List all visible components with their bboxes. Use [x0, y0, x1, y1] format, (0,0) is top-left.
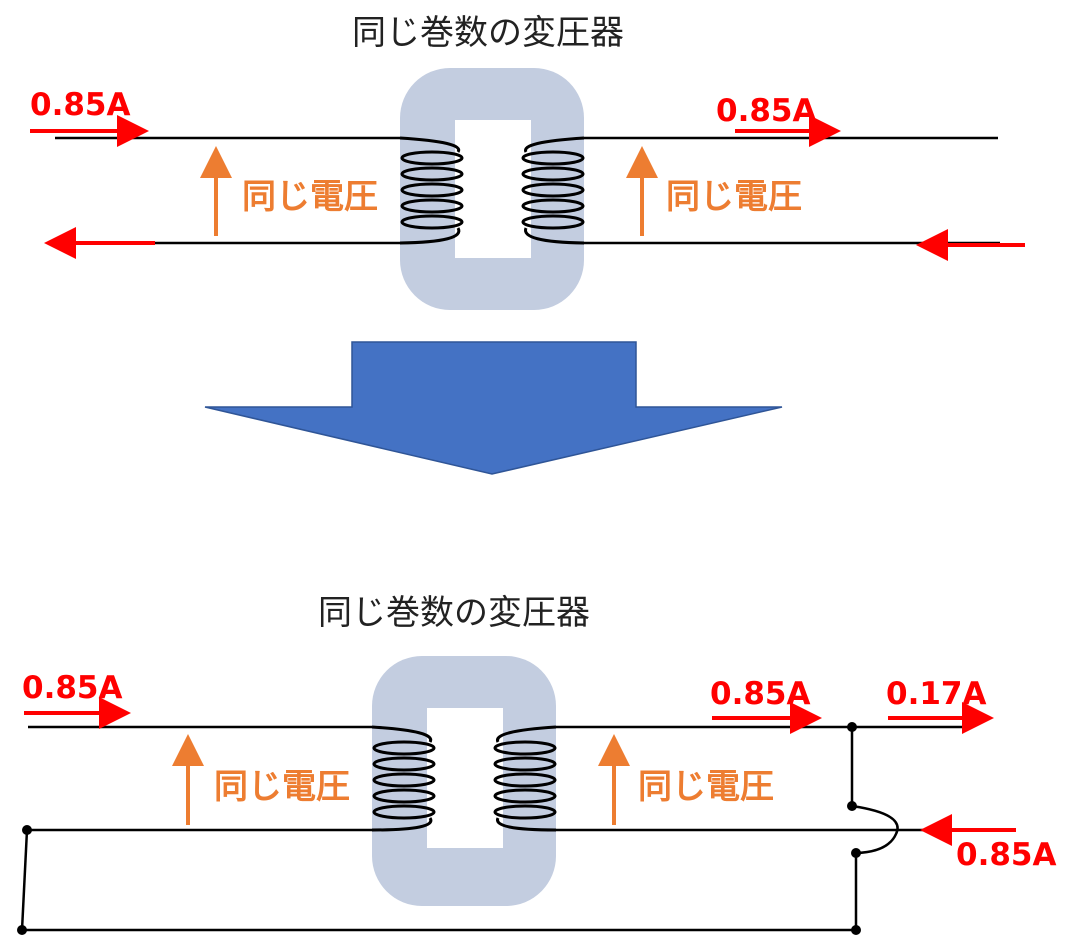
top-current-label-out: 0.85A: [716, 93, 817, 129]
transition-down-arrow: [204, 341, 783, 475]
bottom-jumper-arc: [851, 804, 899, 855]
bottom-core: [372, 656, 556, 906]
bottom-junction-dot: [22, 825, 32, 835]
top-core: [400, 68, 584, 310]
bottom-voltage-label-right: 同じ電圧: [638, 767, 774, 807]
bottom-junction-dot: [847, 722, 857, 732]
bottom-voltage-label-left: 同じ電圧: [214, 767, 350, 807]
top-voltage-label-right: 同じ電圧: [666, 177, 802, 217]
top-title: 同じ巻数の変圧器: [352, 13, 624, 53]
bottom-junction-dot: [851, 925, 861, 935]
bottom-primary-coil: [371, 725, 436, 832]
top-transformer: [30, 68, 1025, 310]
bottom-current-label-return: 0.85A: [956, 837, 1057, 873]
bottom-title: 同じ巻数の変圧器: [318, 593, 590, 633]
bottom-left-vertical-wire: [20, 829, 29, 931]
top-voltage-label-left: 同じ電圧: [242, 177, 378, 217]
bottom-junction-dot: [851, 848, 861, 858]
top-secondary-coil: [521, 136, 585, 245]
bottom-secondary-coil: [493, 725, 557, 832]
top-primary-coil: [399, 136, 464, 245]
bottom-current-label-load: 0.17A: [886, 676, 987, 712]
bottom-transformer: [17, 656, 1016, 935]
bottom-current-label-secondary: 0.85A: [710, 676, 811, 712]
bottom-junction-dot: [17, 925, 27, 935]
bottom-current-label-in: 0.85A: [22, 670, 123, 706]
top-current-label-in: 0.85A: [30, 87, 131, 123]
bottom-junction-dot: [847, 801, 857, 811]
